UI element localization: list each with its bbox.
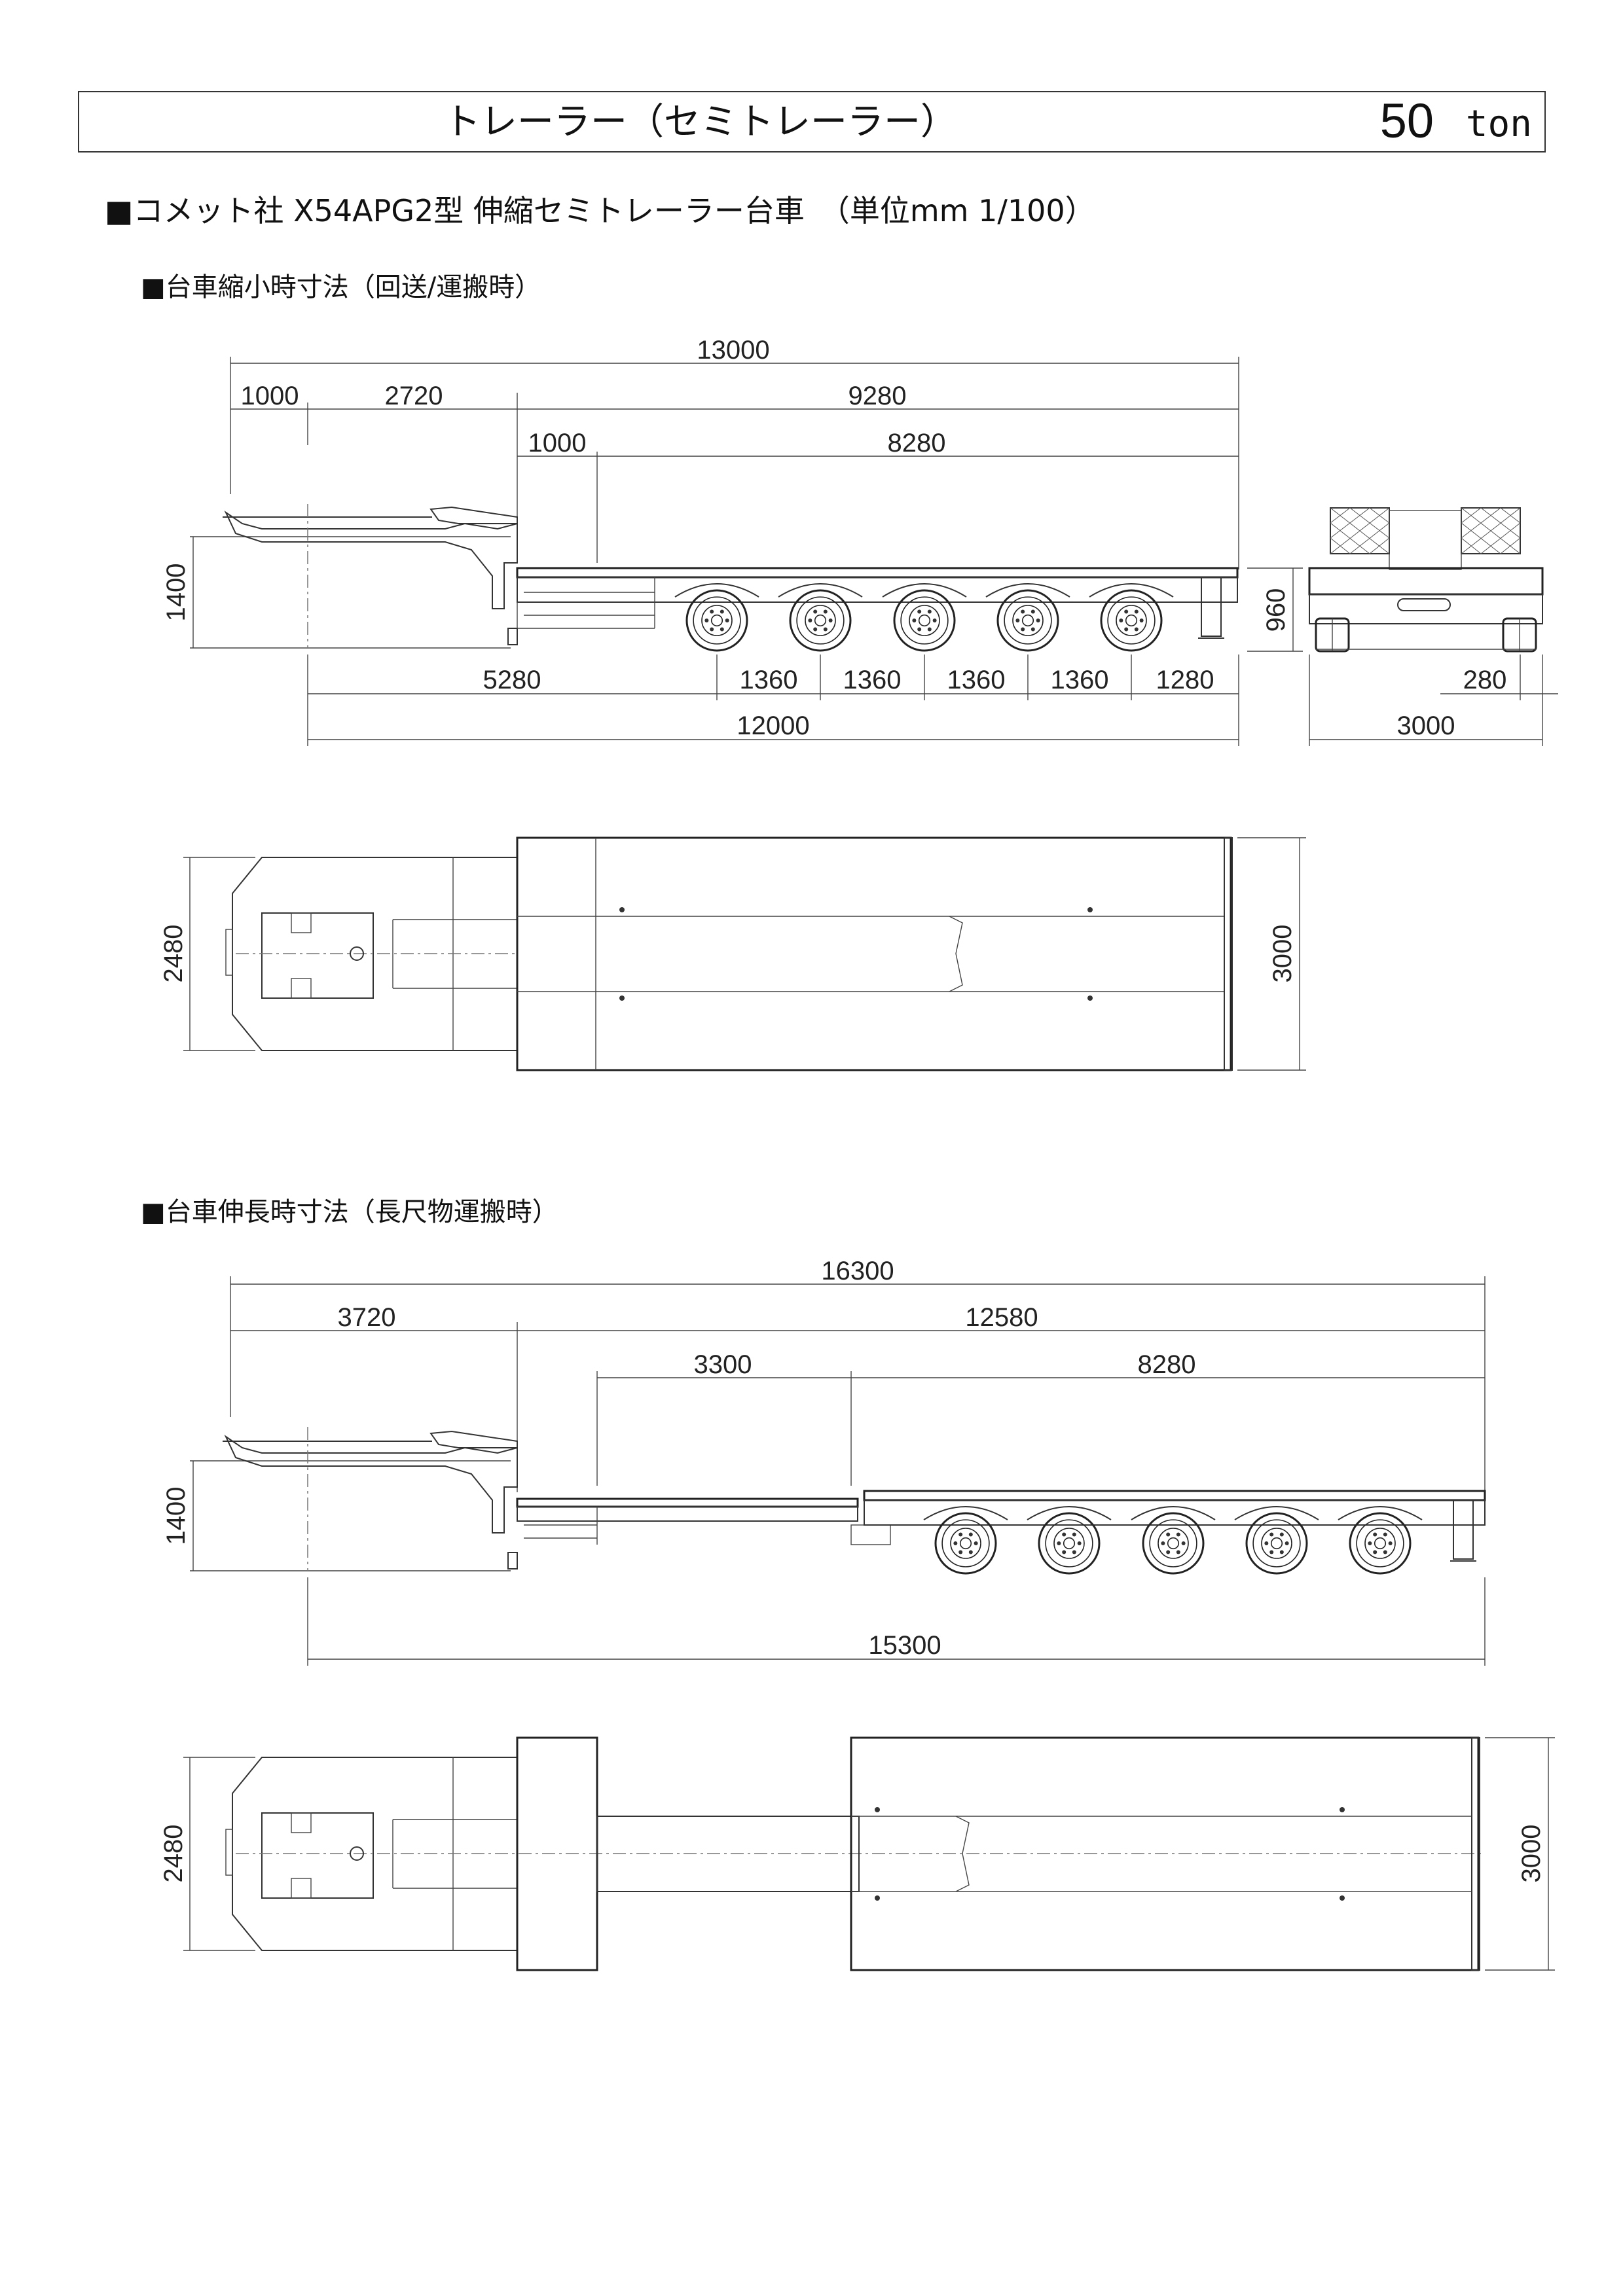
- wheel-1: [674, 583, 759, 652]
- dim-deck-rear: 8280: [888, 429, 946, 457]
- dim-overall: 13000: [697, 336, 769, 365]
- retracted-plan-view: 2480 3000: [159, 836, 1306, 1071]
- dim-front-overhang: 1000: [241, 382, 299, 410]
- dim-axle-spacing-1: 1360: [740, 666, 798, 694]
- extended-side-view: 1400: [162, 1427, 1486, 1571]
- wheel-4: [985, 583, 1070, 652]
- dim-deck-front: 1000: [528, 429, 587, 457]
- dim-wheelbase-total: 12000: [737, 711, 809, 740]
- extended-top-dimensions: 16300 3720 12580 3300 8280: [230, 1257, 1486, 1499]
- title: トレーラー（セミトレーラー）: [444, 101, 957, 143]
- dim-rear-overhang: 1280: [1156, 666, 1214, 694]
- ext-wheel-1: [923, 1506, 1008, 1575]
- extended-plan-view: 2480 3000: [159, 1736, 1555, 1971]
- dim-deck: 9280: [848, 382, 907, 410]
- wheel-3: [882, 583, 967, 652]
- dim-kingpin-to-neck: 2720: [385, 382, 443, 410]
- ext-wheel-2: [1027, 1506, 1112, 1575]
- dim-kingpin-to-axle: 5280: [483, 666, 541, 694]
- ext-wheel-4: [1234, 1506, 1319, 1575]
- extended-wheels: [923, 1506, 1423, 1575]
- dim-deck-height: 960: [1262, 588, 1290, 632]
- dim-rear-width: 3000: [1397, 711, 1455, 740]
- dim-ext-overall: 16300: [821, 1257, 894, 1285]
- capacity-unit: ton: [1466, 103, 1532, 145]
- dim-ext-deck: 12580: [965, 1303, 1038, 1332]
- section-extended-heading: ■台車伸長時寸法（長尺物運搬時）: [141, 1197, 558, 1227]
- dim-ext-rear-deck: 8280: [1138, 1350, 1196, 1379]
- dim-axle-spacing-2: 1360: [843, 666, 902, 694]
- dim-deck-width: 3000: [1268, 925, 1297, 983]
- section-retracted-heading: ■台車縮小時寸法（回送/運搬時）: [141, 272, 541, 302]
- dim-tire-width: 280: [1463, 666, 1507, 694]
- dim-ext-gooseneck-width: 2480: [159, 1825, 188, 1883]
- dim-ext-total-length: 15300: [868, 1631, 941, 1660]
- main-heading: ■コメット社 X54APG2型 伸縮セミトレーラー台車 （単位mm 1/100）: [105, 193, 1095, 228]
- dim-axle-spacing-3: 1360: [947, 666, 1006, 694]
- dim-ext-extension: 3300: [694, 1350, 752, 1379]
- capacity-value: 50: [1380, 94, 1434, 148]
- dim-ext-gooseneck: 3720: [338, 1303, 396, 1332]
- retracted-top-dimensions: 13000 1000 2720 9280 1000 8280: [230, 336, 1239, 569]
- wheel-5: [1089, 583, 1174, 652]
- rear-view: 960 280 3000: [1247, 507, 1558, 746]
- extended-bottom-dimensions: 15300: [307, 1577, 1486, 1666]
- wheel-2: [778, 583, 863, 652]
- retracted-side-view: 1400: [162, 504, 1239, 649]
- dim-axle-spacing-4: 1360: [1051, 666, 1109, 694]
- dim-ext-deck-width: 3000: [1517, 1825, 1546, 1883]
- ext-wheel-5: [1338, 1506, 1423, 1575]
- dim-gooseneck-width: 2480: [159, 925, 188, 983]
- dim-height: 1400: [162, 564, 191, 622]
- retracted-bottom-dimensions: 5280 1360 1360 1360 1360 1280 12000: [307, 655, 1239, 746]
- ext-wheel-3: [1131, 1506, 1216, 1575]
- title-frame: [78, 91, 1546, 152]
- dim-ext-height: 1400: [162, 1487, 191, 1545]
- retracted-wheels: [674, 583, 1174, 652]
